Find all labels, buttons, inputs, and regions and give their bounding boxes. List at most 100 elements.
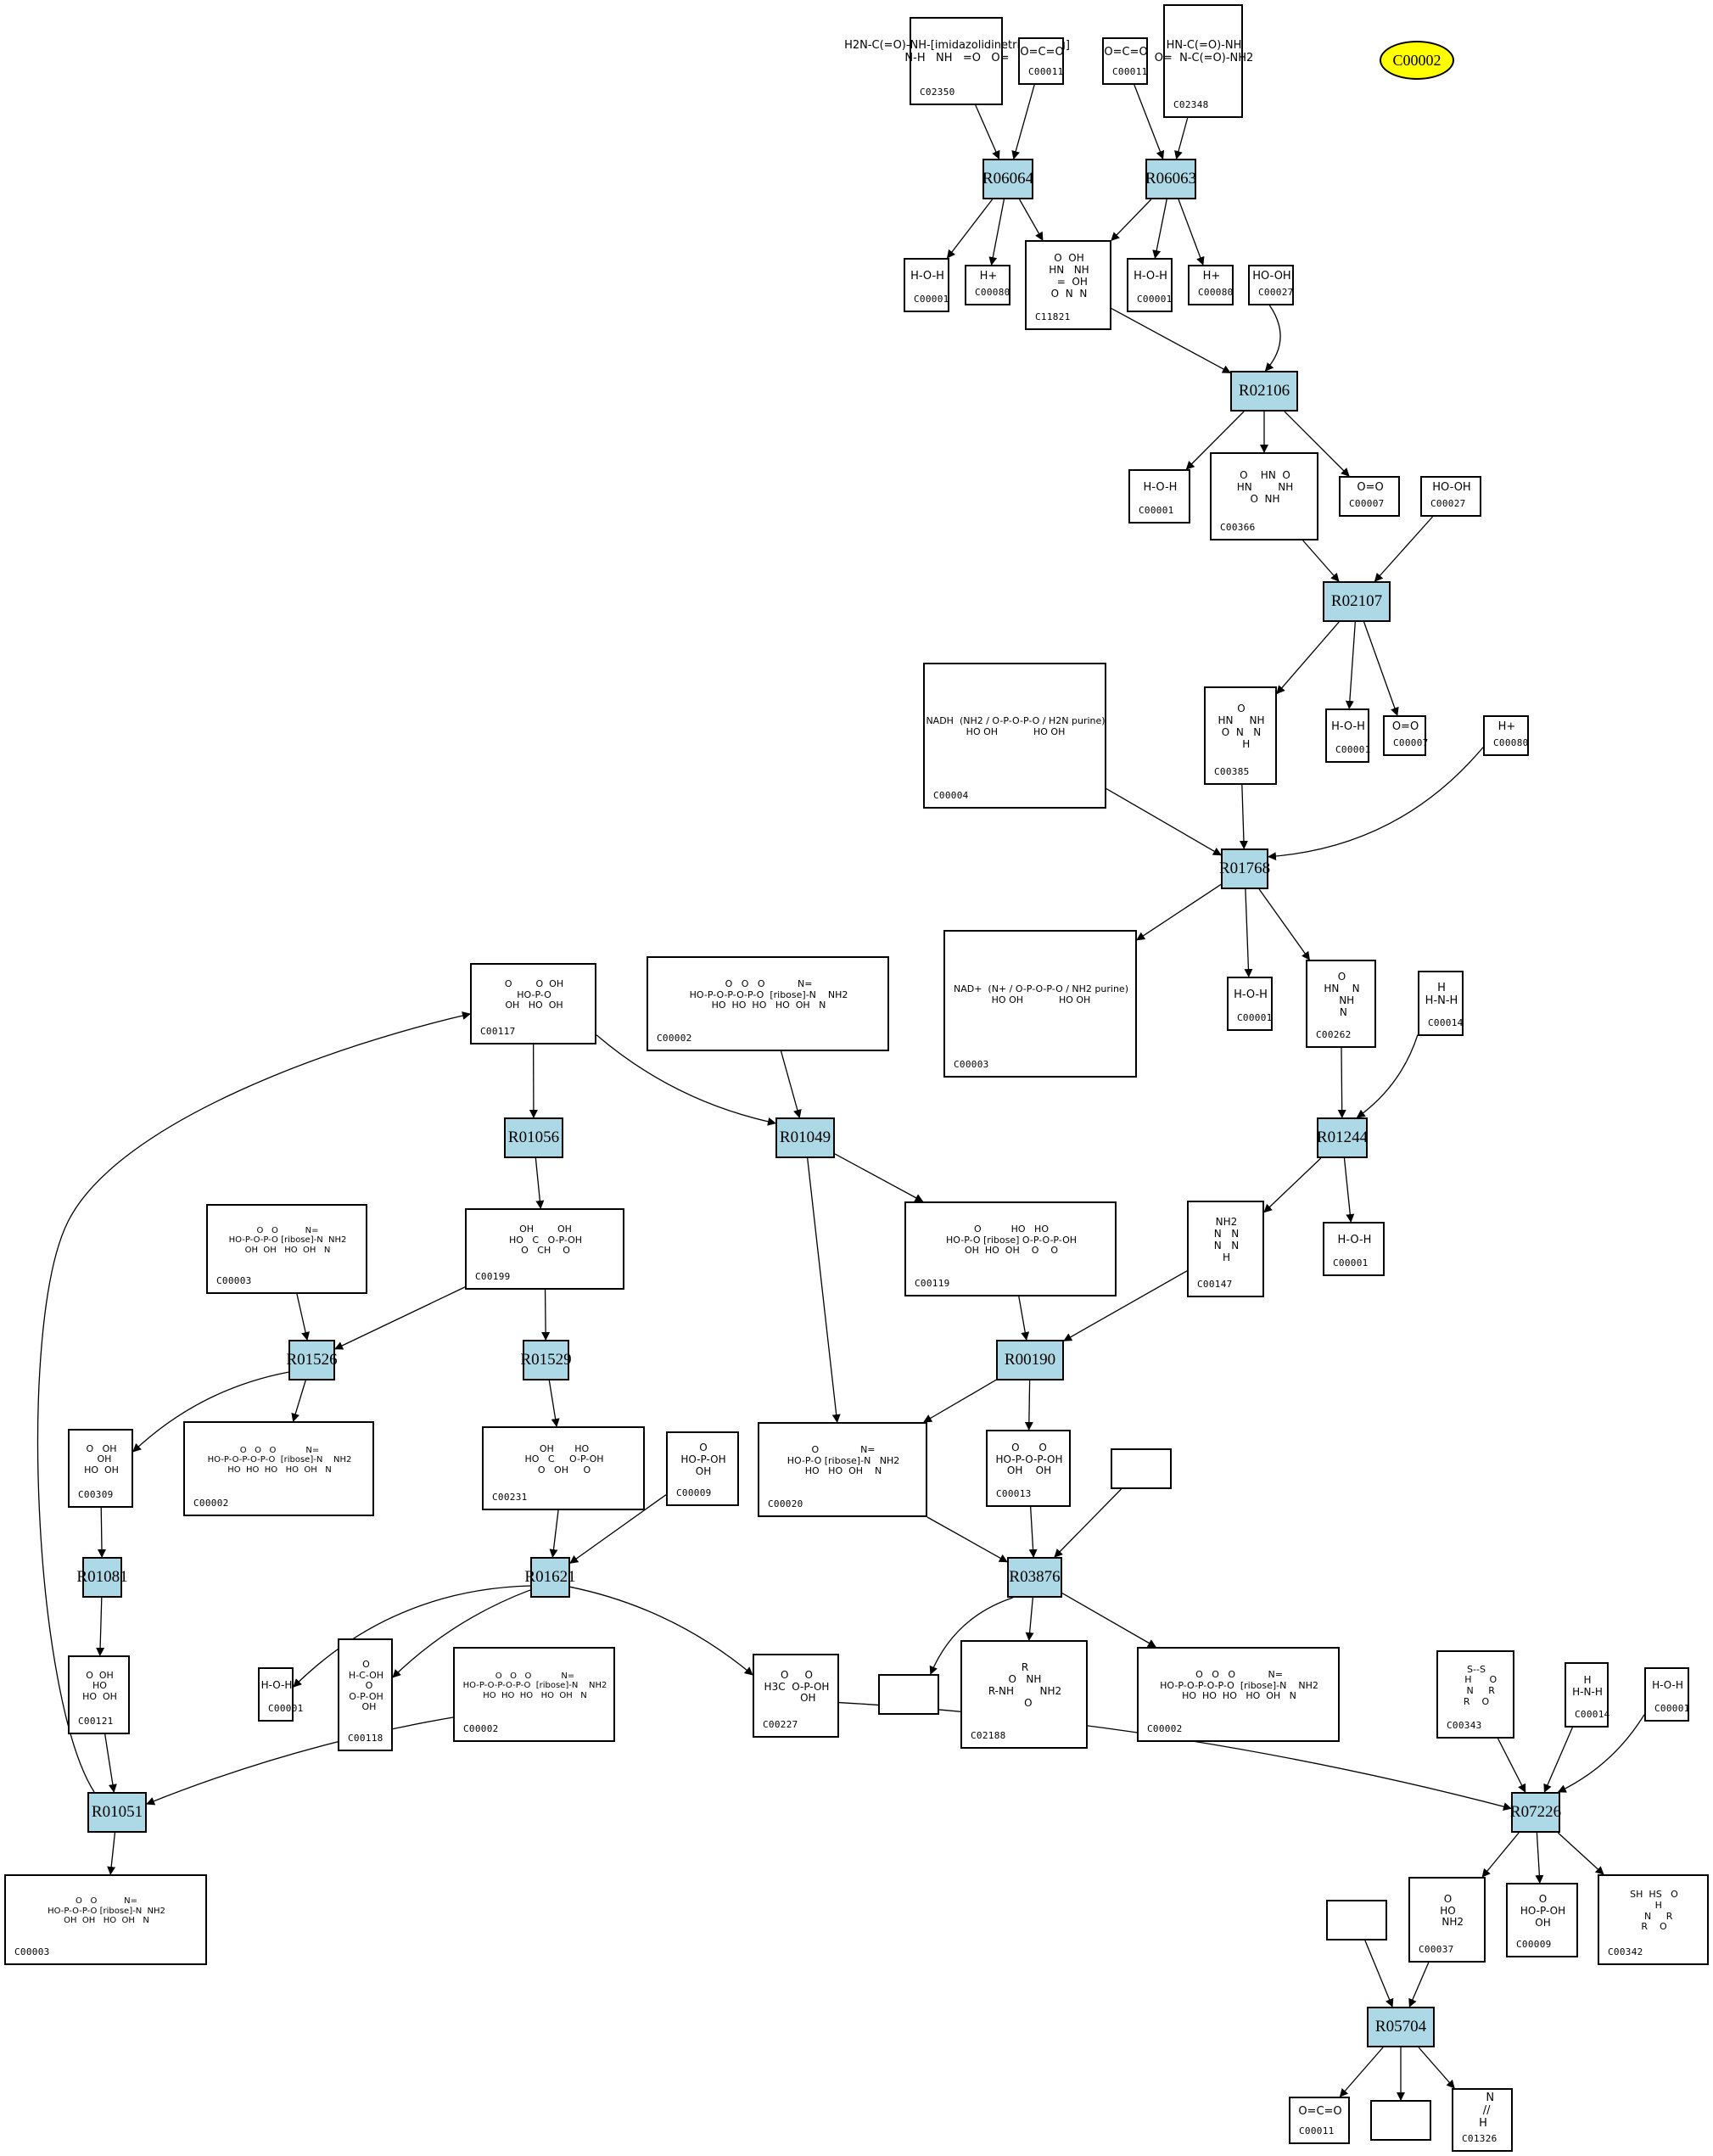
reaction-node-r01621[interactable]: R01621 [524, 1557, 576, 1598]
compound-node-c00003[interactable]: NAD+ (N+ / O-P-O-P-O / NH2 purine) HO OH… [943, 930, 1137, 1078]
structure-formula: H-O-H [1134, 269, 1167, 283]
compound-id-label: C00001 [914, 294, 949, 305]
compound-node-c02188[interactable]: R O NH R-NH NH2 O C02188 [960, 1640, 1088, 1749]
compound-node-c00002[interactable]: O O O N= HO-P-O-P-O-P-O [ribose]-N NH2 H… [183, 1421, 374, 1516]
reaction-node-r00190[interactable]: R00190 [996, 1340, 1064, 1380]
compound-id-label: C01326 [1462, 2133, 1497, 2144]
edge-R02107-to-c00007b [1363, 621, 1399, 716]
reaction-node-r01529[interactable]: R01529 [520, 1340, 572, 1380]
edge-c00011b-to-R06063 [1134, 84, 1165, 160]
compound-id-label: C00117 [480, 1026, 516, 1037]
compound-id-label: C00009 [676, 1487, 712, 1498]
reaction-node-r03876[interactable]: R03876 [1007, 1557, 1062, 1598]
reaction-node-r02106[interactable]: R02106 [1230, 371, 1298, 412]
compound-id-label: C02350 [920, 87, 955, 98]
structure-formula: O HO NH2 [1440, 1892, 1464, 1929]
reaction-node-r01244[interactable]: R01244 [1317, 1117, 1368, 1158]
structure-formula: H-O-H [1337, 1233, 1372, 1246]
compound-node-c00080[interactable]: H+C00080 [1483, 715, 1529, 756]
compound-node-c02350[interactable]: H2N-C(=O)-NH-[imidazolidinetrione ring] … [844, 17, 1070, 105]
reaction-node-r01526[interactable]: R01526 [286, 1340, 338, 1380]
highlighted-compound-c00002[interactable]: C00002 [1380, 41, 1454, 80]
compound-node-c00003[interactable]: O O N= HO-P-O-P-O [ribose]-N NH2 OH OH H… [4, 1874, 207, 1965]
empty-compound-node[interactable] [1111, 1448, 1172, 1489]
reaction-node-r06064[interactable]: R06064 [982, 159, 1033, 199]
compound-node-c00002[interactable]: O O O N= HO-P-O-P-O-P-O [ribose]-N NH2 H… [453, 1647, 615, 1742]
compound-id-label: C00003 [954, 1059, 989, 1070]
reaction-node-r01049[interactable]: R01049 [775, 1117, 835, 1158]
empty-compound-node[interactable] [878, 1674, 939, 1715]
compound-node-c00004[interactable]: NADH (NH2 / O-P-O-P-O / H2N purine) HO O… [923, 663, 1106, 809]
compound-node-c00119[interactable]: O HO HO HO-P-O [ribose] O-P-O-P-OH OH HO… [904, 1201, 1117, 1296]
edge-R01768-to-c00262 [1258, 888, 1310, 960]
compound-id-label: C00011 [1112, 66, 1148, 77]
structure-formula: O O N= HO-P-O-P-O [ribose]-N NH2 OH OH H… [48, 1896, 165, 1926]
edge-e3-to-R05704 [1364, 1940, 1394, 2008]
compound-node-c00080[interactable]: H+C00080 [965, 265, 1010, 305]
reaction-node-r01081[interactable]: R01081 [76, 1557, 128, 1598]
compound-node-c00002[interactable]: O O O N= HO-P-O-P-O-P-O [ribose]-N NH2 H… [647, 956, 889, 1051]
compound-node-c00003[interactable]: O O N= HO-P-O-P-O [ribose]-N NH2 OH OH H… [206, 1204, 367, 1294]
structure-formula: O HO HO HO-P-O [ribose] O-P-O-P-OH OH HO… [945, 1224, 1078, 1257]
reaction-node-r01051[interactable]: R01051 [87, 1792, 147, 1833]
reaction-node-r02107[interactable]: R02107 [1323, 581, 1391, 622]
structure-formula: OH HO HO C O-P-OH O OH O [524, 1442, 604, 1476]
reaction-node-r05704[interactable]: R05704 [1367, 2007, 1435, 2047]
edge-c00231-to-R01621 [549, 1509, 559, 1558]
reaction-node-r06063[interactable]: R06063 [1145, 159, 1196, 199]
compound-id-label: C00147 [1197, 1279, 1233, 1290]
compound-id-label: C00080 [1493, 737, 1529, 748]
reaction-node-r07226[interactable]: R07226 [1510, 1792, 1561, 1833]
compound-id-label: C00001 [268, 1703, 304, 1714]
reaction-node-r01056[interactable]: R01056 [504, 1117, 563, 1158]
compound-id-label: C02188 [971, 1730, 1006, 1741]
structure-formula: R O NH R-NH NH2 O [988, 1661, 1062, 1709]
compound-node-c00002[interactable]: O O O N= HO-P-O-P-O-P-O [ribose]-N NH2 H… [1137, 1647, 1340, 1742]
compound-id-label: C00080 [975, 287, 1010, 298]
edge-R00190-to-c00020 [923, 1379, 997, 1423]
compound-node-c00080[interactable]: H+C00080 [1188, 265, 1234, 305]
reaction-node-r01768[interactable]: R01768 [1219, 848, 1270, 889]
empty-compound-node[interactable] [1326, 1900, 1387, 1940]
compound-id-label: C00080 [1198, 287, 1234, 298]
empty-compound-node[interactable] [1370, 2100, 1431, 2141]
